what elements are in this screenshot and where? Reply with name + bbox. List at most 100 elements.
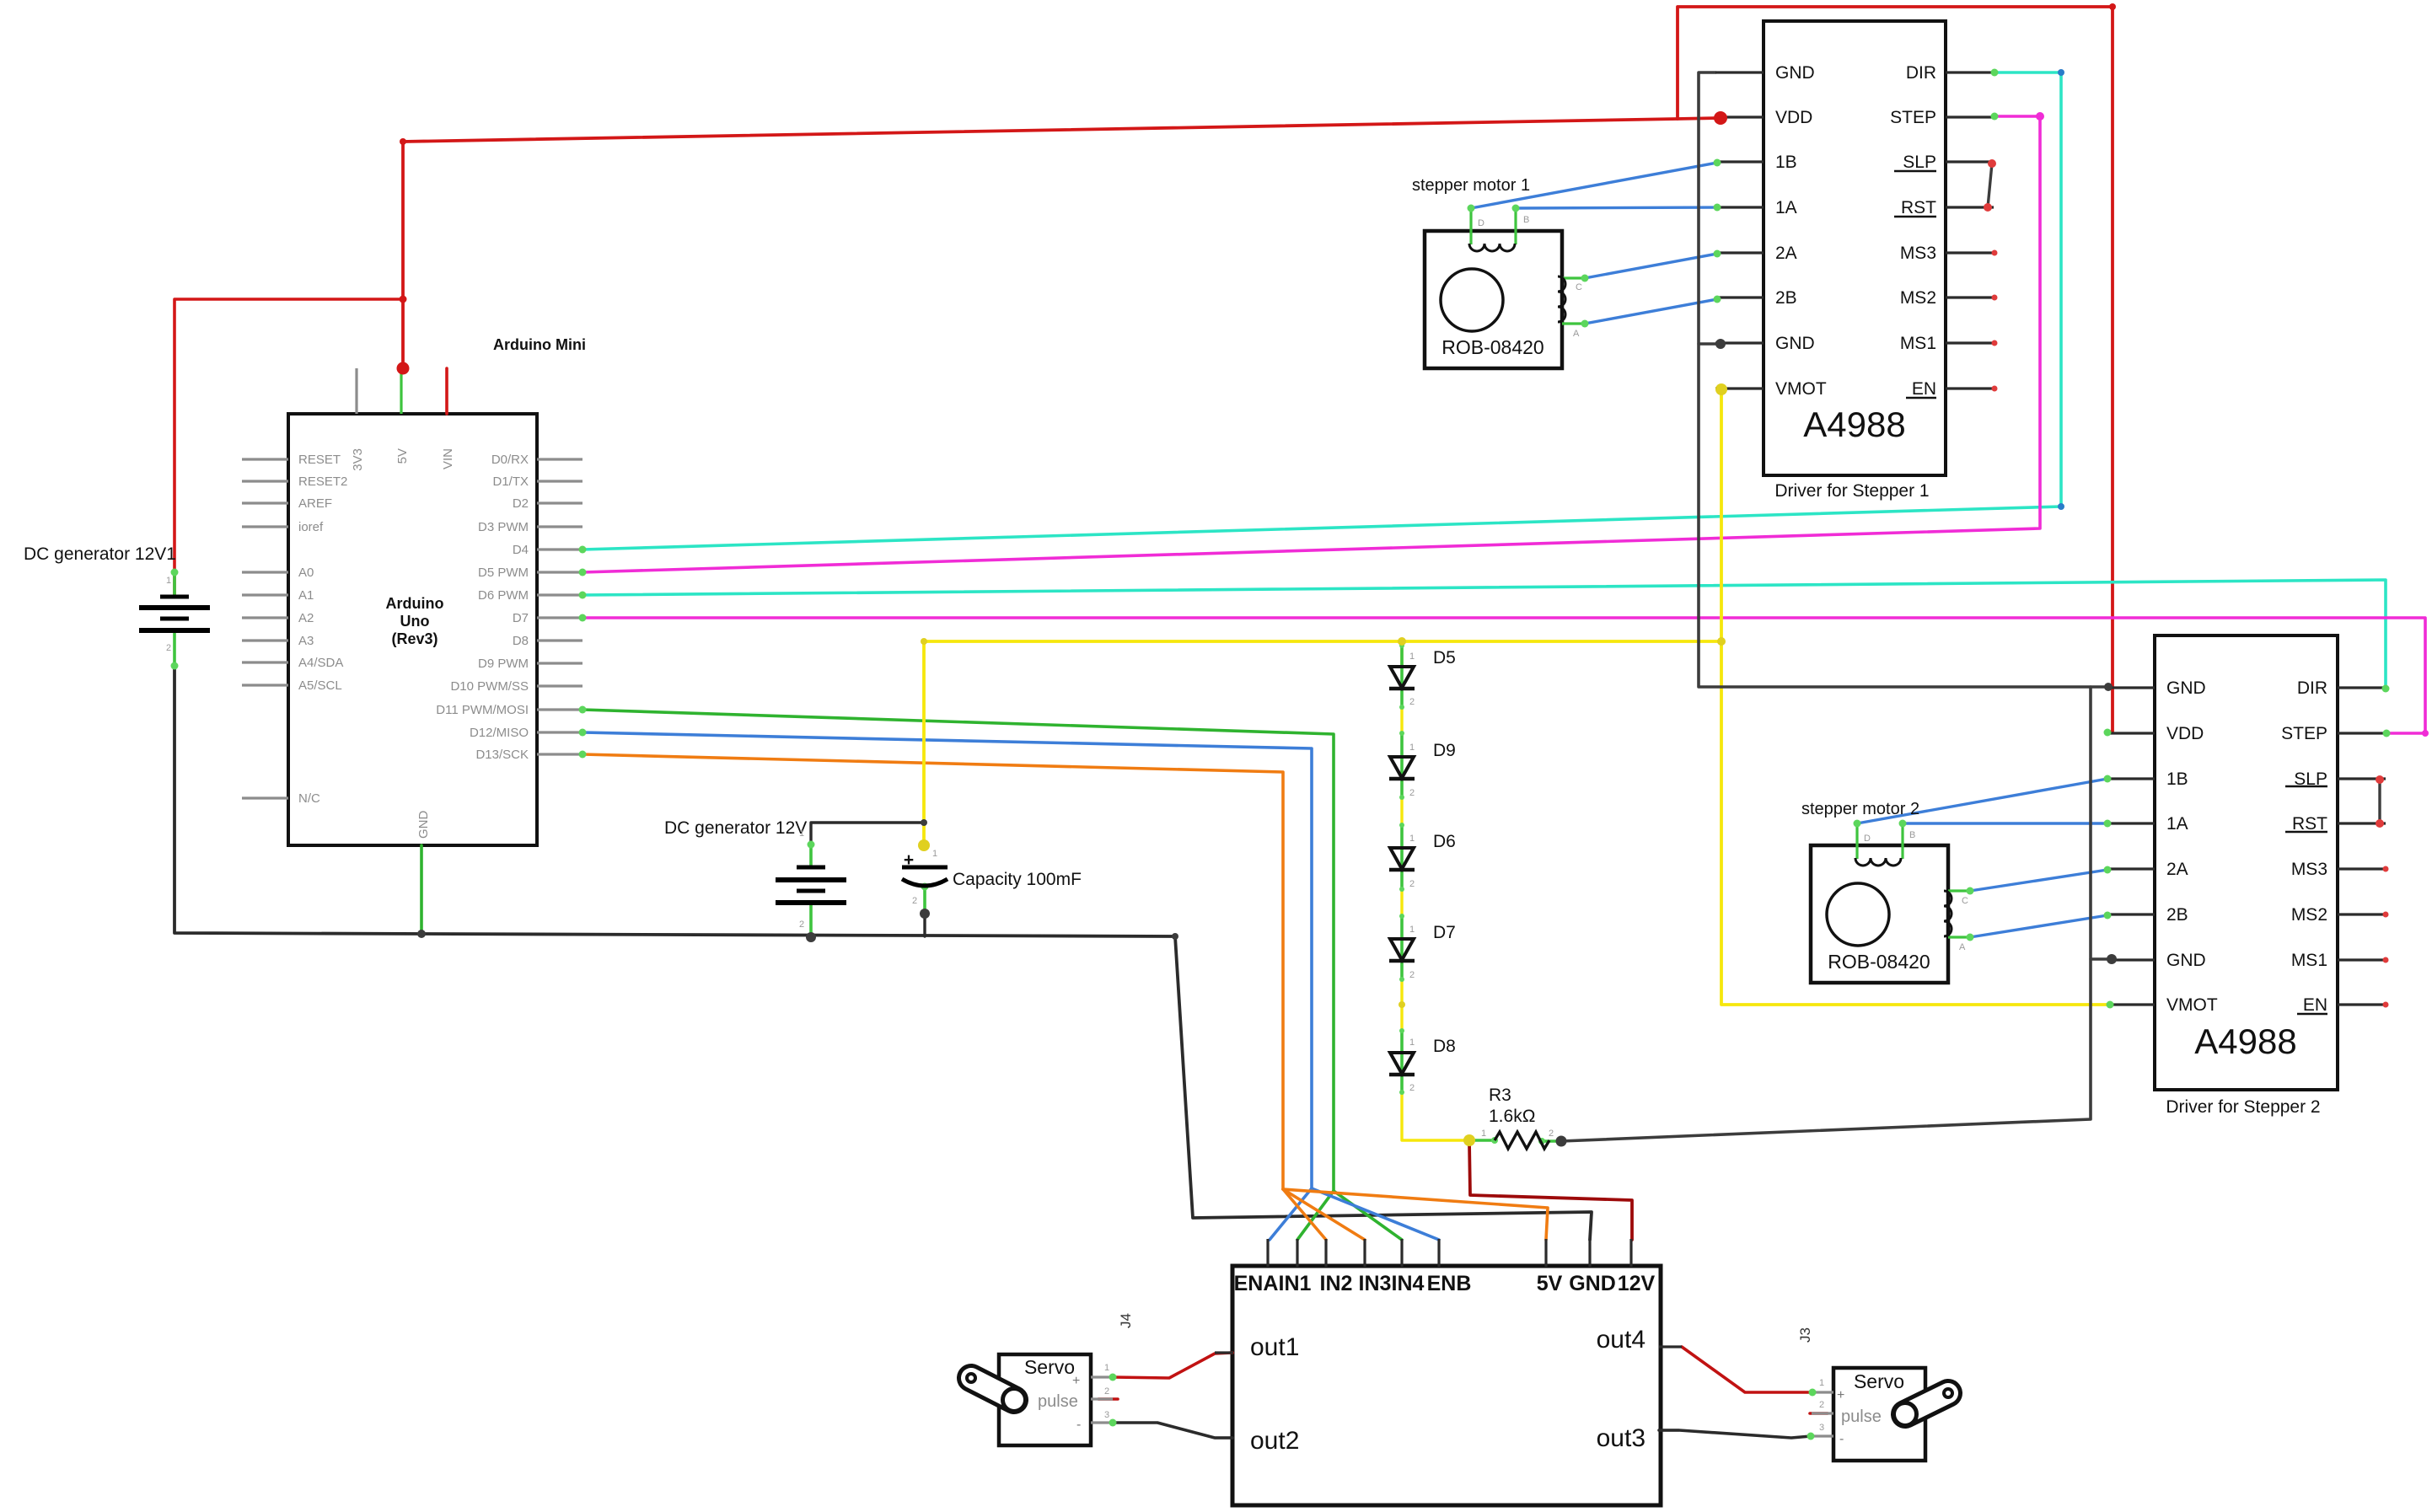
arduino-pin-a4[interactable]: A4/SDA [298,656,343,670]
wire-d6-dir2[interactable] [581,578,2387,690]
board-pin-ena[interactable]: ENA [1234,1272,1279,1295]
arduino-pin-a3[interactable]: A3 [298,634,314,648]
driver1-pin-en[interactable]: EN [1912,379,1936,399]
board-pin-5v[interactable]: 5V [1537,1272,1563,1295]
wire-d11-signal[interactable] [581,708,1335,1193]
driver2-pin-vdd[interactable]: VDD [2166,724,2204,743]
arduino-pin-aref[interactable]: AREF [298,496,332,511]
driver1-pin-vdd[interactable]: VDD [1775,108,1812,127]
arduino-pin-d4[interactable]: D4 [513,543,529,557]
driver1-pin-slp[interactable]: SLP [1903,153,1936,172]
driver1-pin-2b[interactable]: 2B [1775,288,1797,308]
arduino-pin-a0[interactable]: A0 [298,566,314,580]
arduino-pin-nc[interactable]: N/C [298,791,320,806]
driver1-pin-dir[interactable]: DIR [1906,63,1936,83]
arduino-pin-d0[interactable]: D0/RX [491,453,529,467]
wire-gnd2-to-r3[interactable] [1560,685,2092,1143]
driver1-pin-step[interactable]: STEP [1890,108,1936,127]
driver2-pin-step[interactable]: STEP [2281,724,2327,743]
wire-d5-step1[interactable] [581,115,2042,574]
wire-motor2-a-2b[interactable] [1968,914,2109,939]
arduino-pin-a2[interactable]: A2 [298,611,314,625]
arduino-pin-a5[interactable]: A5/SCL [298,678,342,693]
wire-d7-step2[interactable] [581,616,2427,735]
battery1-symbol[interactable] [139,594,210,633]
wire-d13-signal[interactable] [581,753,1285,1191]
resistor-r3-symbol[interactable] [1493,1129,1551,1152]
board-pin-in4[interactable]: IN4 [1392,1272,1425,1295]
diode-d5-symbol[interactable] [1387,665,1417,692]
wire-motor1-a-2b[interactable] [1583,298,1719,325]
wire-fan-ena[interactable] [1268,1187,1313,1241]
wire-out4-servo2-plus[interactable] [1680,1345,1814,1394]
a4988-driver1-body[interactable] [1762,19,1947,477]
stepper-motor2-body[interactable] [1808,843,1951,985]
board-out3-label[interactable]: out3 [1597,1424,1645,1452]
wire-d4-dir1[interactable] [581,71,2063,551]
arduino-pin-d6[interactable]: D6 PWM [478,588,529,603]
wire-motor1-c-2a[interactable] [1583,252,1719,280]
board-pin-in2[interactable]: IN2 [1320,1272,1353,1295]
diode-d6-symbol[interactable] [1387,846,1417,873]
board-pin-in3[interactable]: IN3 [1359,1272,1392,1295]
wire-motor1-d-1b[interactable] [1469,161,1719,210]
wire-motor2-c-2a[interactable] [1968,868,2109,893]
driver2-pin-rst[interactable]: RST [2292,814,2327,834]
driver1-pin-ms2[interactable]: MS2 [1900,288,1936,308]
driver2-pin-1a[interactable]: 1A [2166,814,2188,834]
arduino-pin-a1[interactable]: A1 [298,588,314,603]
wire-fan-in1[interactable] [1296,1189,1335,1241]
arduino-pin-reset2[interactable]: RESET2 [298,475,347,489]
servo1-pulse-label[interactable]: pulse [1038,1392,1078,1411]
driver2-pin-dir[interactable]: DIR [2297,678,2327,698]
driver1-pin-gnd1[interactable]: GND [1775,63,1815,83]
wire-fan-enb[interactable] [1310,1187,1441,1241]
driver1-pin-1a[interactable]: 1A [1775,198,1797,217]
arduino-pin-d5[interactable]: D5 PWM [478,566,529,580]
wire-fan-in4[interactable] [1332,1189,1404,1241]
wire-motor2-d-1b[interactable] [1855,777,2109,825]
wire-gnd-bus[interactable] [173,664,1593,1241]
arduino-pin-d2[interactable]: D2 [513,496,529,511]
arduino-pin-reset[interactable]: RESET [298,453,341,467]
arduino-pin-d9[interactable]: D9 PWM [478,657,529,671]
wire-orange-to-5v[interactable] [1281,1188,1549,1241]
driver1-pin-1b[interactable]: 1B [1775,153,1797,172]
arduino-pin-d1[interactable]: D1/TX [492,475,529,489]
driver1-pin-vmot[interactable]: VMOT [1775,379,1827,399]
board-out2-label[interactable]: out2 [1250,1427,1299,1455]
driver2-pin-vmot[interactable]: VMOT [2166,995,2218,1015]
arduino-pin-ioref[interactable]: ioref [298,520,324,534]
wire-d12-signal[interactable] [581,731,1313,1190]
wire-driver-gnd-link[interactable] [1697,71,2110,689]
board-pin-12v[interactable]: 12V [1618,1272,1656,1295]
driver2-pin-en[interactable]: EN [2303,995,2327,1015]
arduino-pin-d13[interactable]: D13/SCK [475,748,529,762]
driver1-pin-2a[interactable]: 2A [1775,244,1797,263]
board-pin-enb[interactable]: ENB [1427,1272,1472,1295]
driver2-pin-gnd1[interactable]: GND [2166,678,2206,698]
driver2-pin-gnd2[interactable]: GND [2166,951,2206,970]
wire-fan-in2[interactable] [1281,1188,1328,1241]
driver2-pin-2a[interactable]: 2A [2166,860,2188,879]
driver1-pin-gnd2[interactable]: GND [1775,334,1815,353]
driver1-pin-ms3[interactable]: MS3 [1900,244,1936,263]
arduino-pin-d8[interactable]: D8 [513,634,529,648]
arduino-pin-d7[interactable]: D7 [513,611,529,625]
arduino-pin-5v[interactable]: 5V [395,448,410,464]
motor-driver-board-body[interactable] [1230,1263,1663,1508]
arduino-pin-d3[interactable]: D3 PWM [478,520,529,534]
stepper-motor1-body[interactable] [1422,228,1565,371]
wire-out1-servo1-plus[interactable] [1111,1351,1234,1380]
diode-d7-symbol[interactable] [1387,937,1417,964]
driver2-pin-1b[interactable]: 1B [2166,769,2188,789]
driver2-pin-ms2[interactable]: MS2 [2291,905,2327,925]
arduino-pin-vin[interactable]: VIN [441,448,455,469]
capacitor-symbol[interactable] [900,865,949,888]
wire-motor1-b-1a[interactable] [1514,206,1719,210]
wire-battery1-positive[interactable] [173,298,405,598]
arduino-pin-d10[interactable]: D10 PWM/SS [450,679,529,694]
diode-d9-symbol[interactable] [1387,755,1417,782]
servo2-pulse-label[interactable]: pulse [1841,1407,1882,1426]
driver2-pin-slp[interactable]: SLP [2294,769,2327,789]
